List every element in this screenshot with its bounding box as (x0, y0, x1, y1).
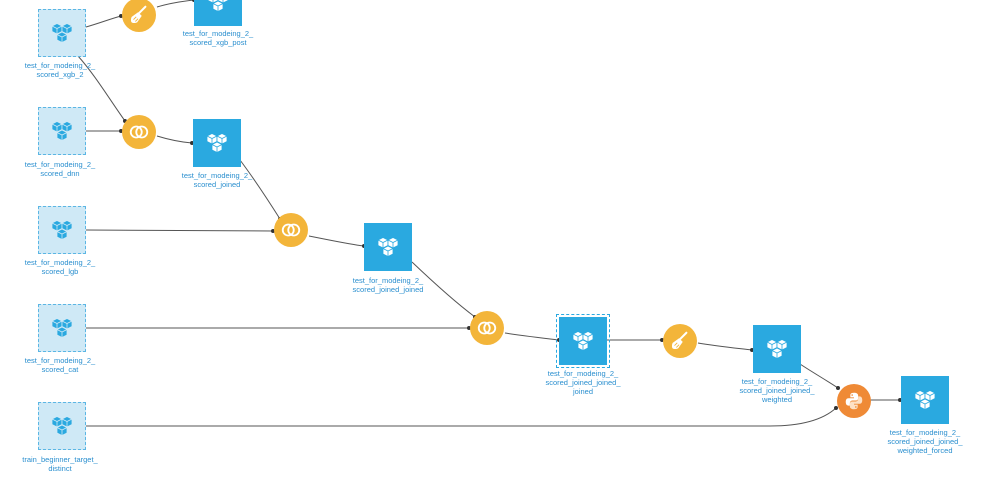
dataset-label-scored-joined[interactable]: test_for_modeing_2_ scored_joined (181, 171, 253, 189)
dataset-cubes-icon (51, 318, 73, 338)
dataset-cubes-icon (51, 416, 73, 436)
join-icon (281, 223, 301, 237)
dataset-cubes-icon (207, 0, 229, 12)
dataset-node-scored-xgb-2[interactable] (38, 9, 86, 57)
prepare-recipe-node-1[interactable] (122, 0, 156, 32)
dataset-label-scored-dnn[interactable]: test_for_modeing_2_ scored_dnn (24, 160, 96, 178)
dataset-cubes-icon (51, 220, 73, 240)
broom-icon (671, 331, 688, 350)
dataset-label-scored-joined-joined[interactable]: test_for_modeing_2_ scored_joined_joined (352, 276, 424, 294)
dataset-node-scored-cat[interactable] (38, 304, 86, 352)
dataset-node-scored-joined-joined-weighted[interactable] (753, 325, 801, 373)
dataset-node-scored-joined-joined-joined[interactable] (556, 314, 610, 368)
dataset-label-scored-xgb-post[interactable]: test_for_modeing_2_ scored_xgb_post (182, 29, 254, 47)
python-recipe-node[interactable] (837, 384, 871, 418)
dataset-cubes-icon (206, 133, 228, 153)
join-recipe-node-1[interactable] (122, 115, 156, 149)
dataset-label-scored-joined-joined-joined[interactable]: test_for_modeing_2_ scored_joined_joined… (545, 369, 621, 396)
join-recipe-node-2[interactable] (274, 213, 308, 247)
broom-icon (130, 5, 147, 24)
dataset-cubes-icon (377, 237, 399, 257)
dataset-cubes-icon (51, 121, 73, 141)
dataset-label-scored-joined-joined-weighted-forced[interactable]: test_for_modeing_2_ scored_joined_joined… (887, 428, 963, 455)
dataset-label-scored-joined-joined-weighted[interactable]: test_for_modeing_2_ scored_joined_joined… (739, 377, 815, 404)
dataset-node-scored-dnn[interactable] (38, 107, 86, 155)
dataset-node-scored-joined-joined[interactable] (364, 223, 412, 271)
dataset-node-train-beginner-target-distinct[interactable] (38, 402, 86, 450)
dataset-node-scored-joined-joined-weighted-forced[interactable] (901, 376, 949, 424)
join-recipe-node-3[interactable] (470, 311, 504, 345)
dataset-label-train-beginner-target-distinct[interactable]: train_beginner_target_ distinct (22, 455, 98, 473)
dataset-cubes-icon (51, 23, 73, 43)
prepare-recipe-node-2[interactable] (663, 324, 697, 358)
dataset-node-scored-xgb-post[interactable] (194, 0, 242, 26)
dataset-cubes-icon (914, 390, 936, 410)
dataset-label-scored-xgb-2[interactable]: test_for_modeing_2_ scored_xgb_2 (24, 61, 96, 79)
dataset-node-scored-joined[interactable] (193, 119, 241, 167)
join-icon (477, 321, 497, 335)
python-icon (845, 392, 863, 410)
dataset-cubes-icon (766, 339, 788, 359)
dataset-node-scored-lgb[interactable] (38, 206, 86, 254)
dataset-label-scored-lgb[interactable]: test_for_modeing_2_ scored_lgb (24, 258, 96, 276)
join-icon (129, 125, 149, 139)
dataset-cubes-icon (572, 331, 594, 351)
dataset-label-scored-cat[interactable]: test_for_modeing_2_ scored_cat (24, 356, 96, 374)
